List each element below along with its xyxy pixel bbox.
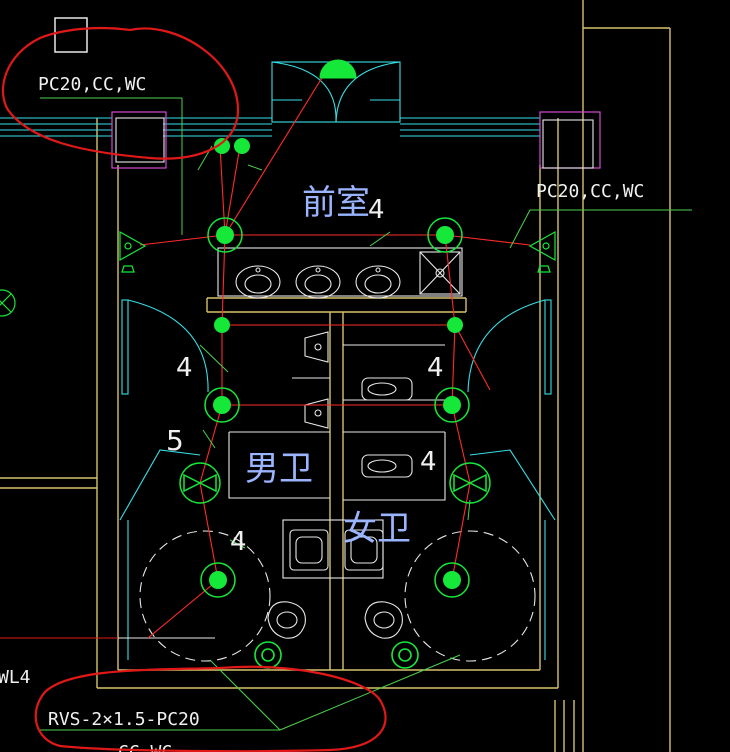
column-infill xyxy=(115,117,594,169)
circuit-number-womens-fan: 4 xyxy=(420,447,437,477)
ceiling-lamp-icon xyxy=(447,317,463,333)
structural-columns xyxy=(111,111,601,169)
circuit-number-womens-upper: 4 xyxy=(427,353,444,383)
lamp-group xyxy=(179,59,491,669)
washbasin-icon xyxy=(295,265,341,299)
floor-drain-icon xyxy=(391,641,419,669)
washbasin-icon xyxy=(344,529,384,571)
squat-toilet-icon xyxy=(267,601,306,639)
ventilation-zones xyxy=(139,530,536,662)
circuit-number-mens-lower: 4 xyxy=(230,527,247,557)
washbasin-icon xyxy=(289,529,329,571)
bottom-cable-label: RVS-2×1.5-PC20 xyxy=(48,709,200,730)
anteroom-label: 前室 xyxy=(302,183,370,223)
ceiling-lamp-icon xyxy=(207,217,243,253)
exhaust-fan-icon xyxy=(179,462,221,504)
circuit-number-mens-upper: 4 xyxy=(176,353,193,383)
urinal-icon xyxy=(304,398,329,429)
bottom-partial-label: CC,WC xyxy=(118,742,172,752)
washbasin-icon xyxy=(235,265,281,299)
floor-drain-icon xyxy=(254,641,282,669)
ceiling-lamp-icon xyxy=(214,138,230,154)
ceiling-lamp-icon xyxy=(434,562,470,598)
ceiling-lamp-icon xyxy=(427,217,463,253)
right-conduit-label: PC20,CC,WC xyxy=(536,181,644,202)
ceiling-lamp-icon xyxy=(434,387,470,423)
urinal-icon xyxy=(304,331,329,363)
washbasin-icon xyxy=(355,265,401,299)
ceiling-lamp-icon xyxy=(319,59,357,79)
top-left-conduit-label: PC20,CC,WC xyxy=(38,74,146,95)
emergency-light-icon xyxy=(119,230,147,273)
leaders xyxy=(40,97,692,731)
exhaust-fan-icon xyxy=(449,462,491,504)
squat-toilet-icon xyxy=(364,601,403,639)
walls xyxy=(0,0,671,752)
wiring xyxy=(139,67,531,639)
markup-annotations xyxy=(1,26,387,752)
junction-box-icon xyxy=(54,17,88,53)
circuit-number-anteroom: 4 xyxy=(368,195,385,225)
circuit-number-mens-fan: 5 xyxy=(166,424,184,457)
labels: PC20,CC,WC PC20,CC,WC RVS-2×1.5-PC20 CC,… xyxy=(0,74,644,752)
squat-toilet-icon xyxy=(361,377,413,401)
doors-windows xyxy=(0,61,556,660)
ceiling-lamp-icon xyxy=(234,138,250,154)
left-partial-label: WL4 xyxy=(0,667,31,688)
mop-sink-icon xyxy=(419,251,461,295)
fixtures xyxy=(0,247,463,639)
womens-toilet-label: 女卫 xyxy=(343,509,411,549)
squat-toilet-icon xyxy=(361,454,413,478)
emergency-light-icon xyxy=(528,230,556,273)
ceiling-lamp-icon xyxy=(214,317,230,333)
ceiling-lamp-icon xyxy=(204,387,240,423)
mens-toilet-label: 男卫 xyxy=(245,449,313,489)
wall-switch-icon xyxy=(0,289,16,317)
ceiling-lamp-icon xyxy=(200,562,236,598)
